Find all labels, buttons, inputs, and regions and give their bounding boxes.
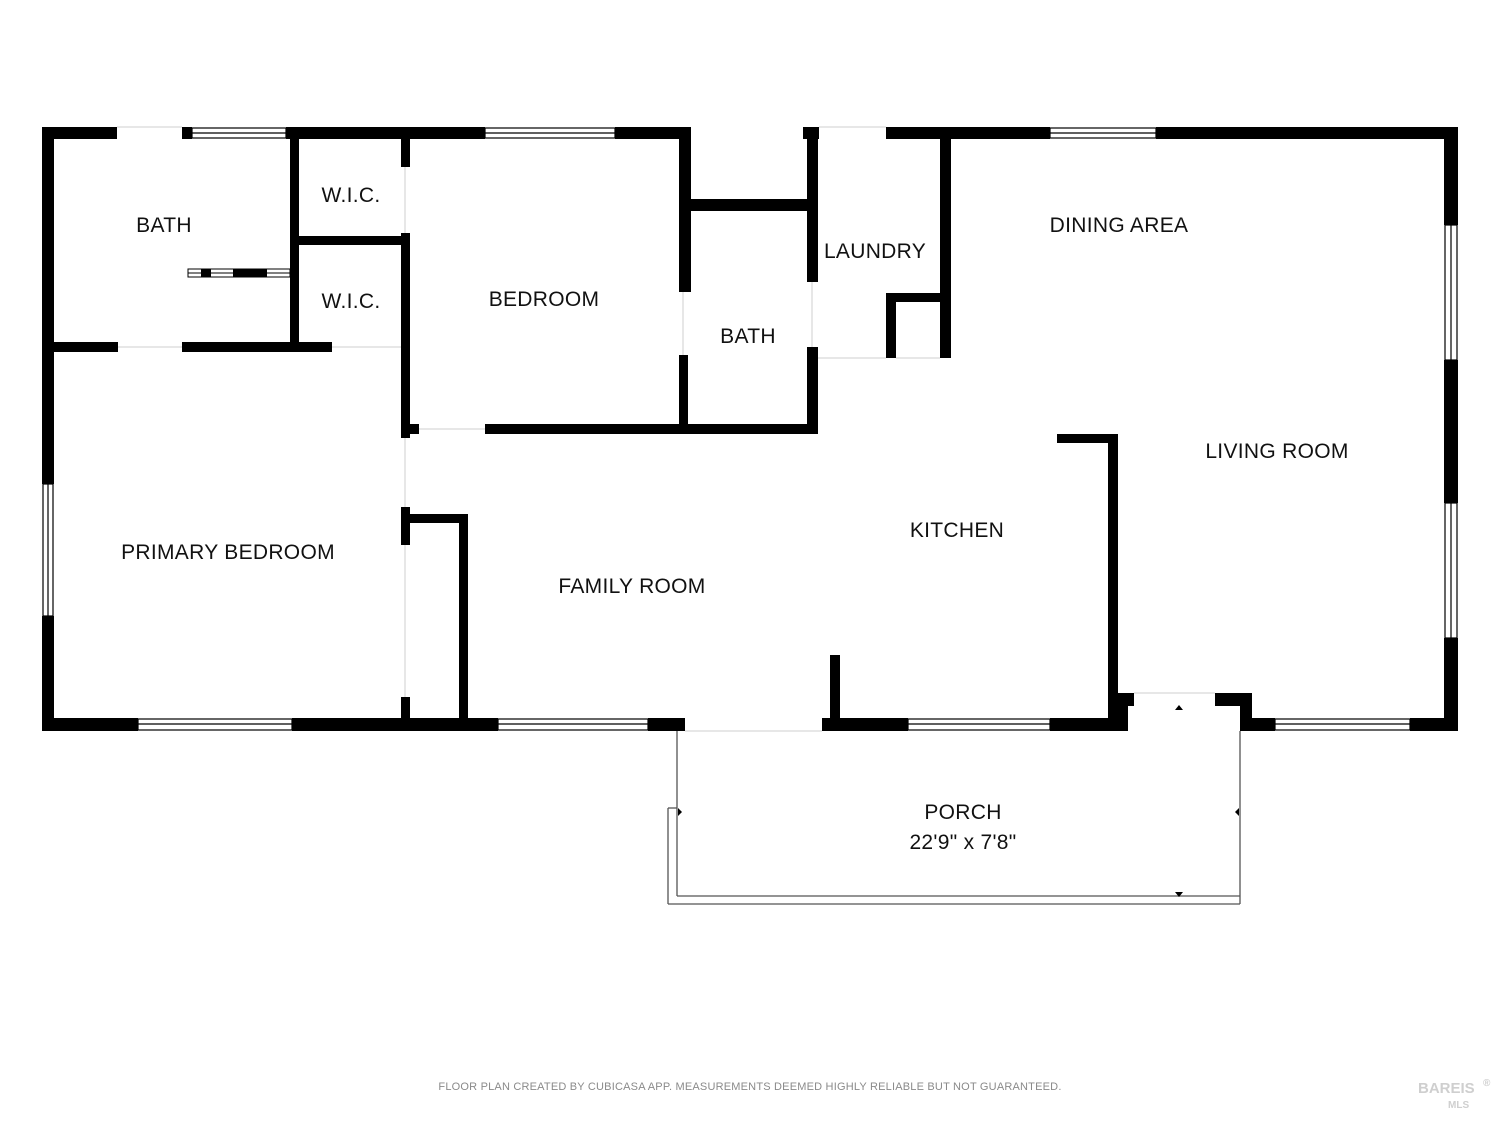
- porch-marker-top: [1175, 705, 1183, 710]
- wall-bedroom-bottom-stub: [401, 424, 419, 434]
- windows: [42, 127, 1458, 731]
- porch-marker-bottom: [1175, 892, 1183, 897]
- wall-wic-mid: [290, 236, 410, 245]
- logo-sub: MLS: [1448, 1100, 1469, 1111]
- wall-top-6: [886, 127, 1050, 139]
- wall-kitchen-top: [1057, 434, 1118, 443]
- wall-bath-hall-right-2: [807, 347, 818, 434]
- wall-top-7: [1156, 127, 1458, 139]
- bareis-mls-logo: BAREIS MLS ®: [1418, 1078, 1491, 1111]
- label-wic-1: W.I.C.: [322, 184, 381, 207]
- wall-right-3: [1444, 638, 1458, 731]
- bath-glass-divider: [187, 268, 291, 278]
- wall-bottom-1: [42, 718, 138, 731]
- wall-bottom-7: [1410, 718, 1458, 731]
- wall-entry-left-post: [1118, 693, 1128, 731]
- wall-bottom-5: [1050, 718, 1120, 731]
- label-porch-dimensions: 22'9" x 7'8": [909, 831, 1016, 854]
- wall-bottom-3: [648, 718, 685, 731]
- wall-bedroom-right-2: [679, 355, 688, 430]
- porch-outline: [667, 731, 1241, 905]
- label-dining-area: DINING AREA: [1050, 214, 1189, 237]
- footer-disclaimer: FLOOR PLAN CREATED BY CUBICASA APP. MEAS…: [438, 1081, 1061, 1093]
- label-bath-hall: BATH: [720, 325, 776, 348]
- wall-kitchen-right: [1108, 434, 1118, 731]
- wall-right-1: [1444, 127, 1458, 225]
- wall-bath-hall-top: [679, 199, 816, 211]
- porch-dimension-markers: [678, 705, 1239, 897]
- label-living-room: LIVING ROOM: [1205, 440, 1348, 463]
- interior-walls: [42, 127, 1118, 731]
- label-wic-2: W.I.C.: [322, 290, 381, 313]
- wall-laundry-closet-top: [886, 293, 950, 302]
- label-kitchen: KITCHEN: [910, 519, 1004, 542]
- label-laundry: LAUNDRY: [824, 240, 926, 263]
- wall-top-4: [615, 127, 691, 139]
- wall-primary-right-1: [401, 507, 410, 545]
- wall-left-1: [42, 127, 54, 484]
- logo-mark: ®: [1483, 1078, 1491, 1089]
- wall-laundry-closet-left: [886, 293, 896, 358]
- porch-marker-right: [1235, 808, 1239, 816]
- label-porch: PORCH: [924, 801, 1001, 824]
- wall-wic-right-1: [401, 127, 410, 167]
- wall-laundry-right: [940, 127, 951, 358]
- wall-bath-hall-right-1: [807, 127, 818, 282]
- wall-primary-right-2: [401, 697, 410, 731]
- label-bath-primary: BATH: [136, 214, 192, 237]
- logo-name: BAREIS: [1418, 1080, 1475, 1097]
- door-openings: [117, 126, 1215, 732]
- wall-right-2: [1444, 360, 1458, 503]
- label-family-room: FAMILY ROOM: [558, 575, 705, 598]
- wall-bath-primary-bottom-1: [42, 342, 118, 352]
- label-primary-bedroom: PRIMARY BEDROOM: [121, 541, 335, 564]
- wall-bath-primary-bottom-2: [182, 342, 332, 352]
- wall-bedroom-bottom: [485, 424, 816, 434]
- wall-bottom-4: [822, 718, 908, 731]
- wall-top-3: [286, 127, 485, 139]
- wall-left-2: [42, 616, 54, 731]
- wall-closet-right: [459, 514, 468, 731]
- exterior-walls: [42, 127, 1458, 731]
- porch-marker-left: [678, 808, 682, 816]
- wall-wic-right-2: [401, 233, 410, 438]
- wall-top-2: [182, 127, 192, 139]
- wall-top-1: [42, 127, 117, 139]
- wall-closet-top: [401, 514, 468, 523]
- wall-bottom-2: [292, 718, 498, 731]
- wall-entry-right-post: [1240, 693, 1252, 731]
- room-labels: BATH W.I.C. W.I.C. BEDROOM BATH LAUNDRY …: [121, 184, 1348, 854]
- wall-kitchen-stub: [830, 655, 840, 731]
- label-bedroom: BEDROOM: [489, 288, 600, 311]
